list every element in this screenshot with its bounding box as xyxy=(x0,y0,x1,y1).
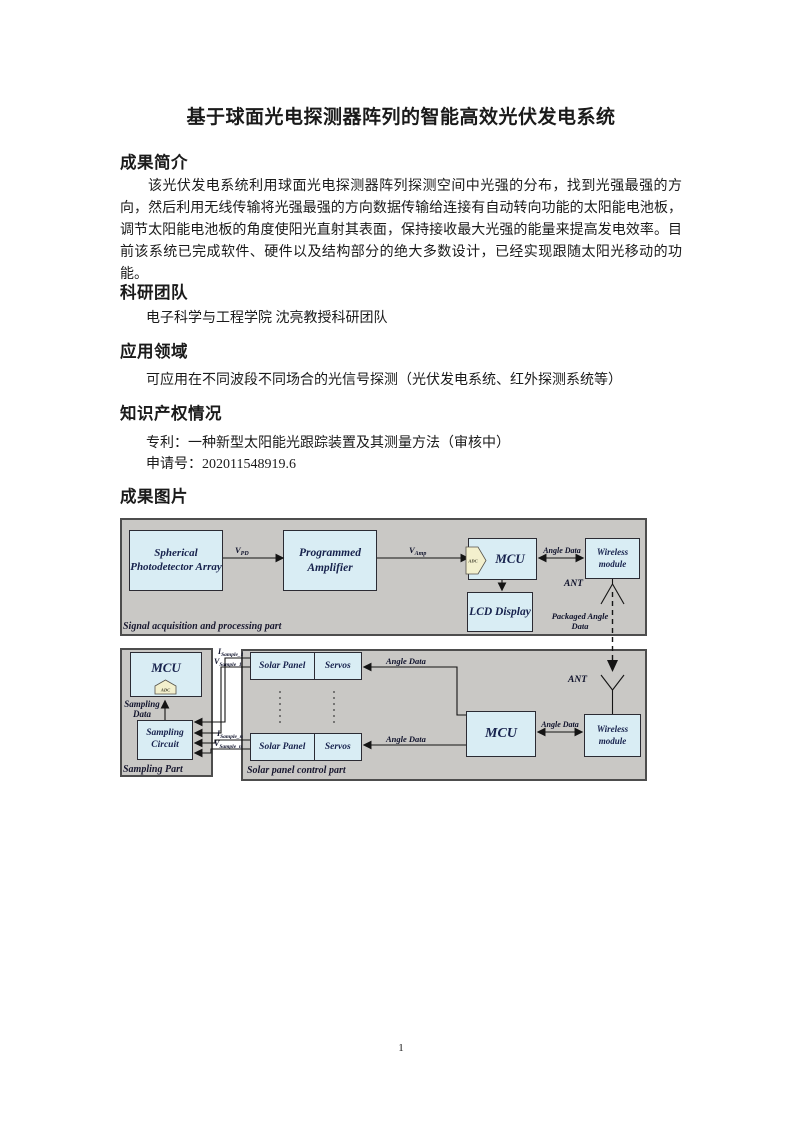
box-label: MCU xyxy=(151,660,181,675)
heading-overview: 成果简介 xyxy=(120,153,188,172)
wire-label-v-sample-n: VSample_n xyxy=(214,739,242,750)
wire-label-i-sample-n: ISample_n xyxy=(217,729,243,740)
caption-sampling-panel: Sampling Part xyxy=(123,764,183,775)
box-spherical-photodetector-array: Spherical Photodetector Array xyxy=(129,530,223,591)
wire-label-angle-data-servo-1: Angle Data xyxy=(386,656,426,666)
wire-v-sample-n xyxy=(193,748,250,758)
antenna-icon-top xyxy=(600,579,625,605)
box-label: LCD Display xyxy=(469,605,531,618)
box-wireless-module-bottom: Wireless module xyxy=(584,714,641,757)
box-lcd-display: LCD Display xyxy=(467,592,533,632)
wire-label-angle-data-bottom: Angle Data xyxy=(541,720,579,729)
diagram-wires: ADC ADC xyxy=(154,546,625,758)
wire-i-sample-1 xyxy=(193,657,250,727)
wire-label-i-sample-1: ISample_1 xyxy=(218,647,244,658)
antenna-icon-bottom xyxy=(600,674,625,714)
box-label: Servos xyxy=(324,741,351,752)
box-label: MCU xyxy=(485,726,517,742)
box-label: Wireless module xyxy=(596,724,629,746)
doc-title: 基于球面光电探测器阵列的智能高效光伏发电系统 xyxy=(186,107,616,128)
arrowhead-down-icon xyxy=(607,660,618,672)
page-number: 1 xyxy=(398,1042,404,1054)
wire-label-angle-data-top: Angle Data xyxy=(543,546,581,555)
adc-label: ADC xyxy=(160,688,171,693)
solar-panel-servos-row-1: Solar Panel Servos xyxy=(250,652,362,680)
wire-v-sample-1 xyxy=(193,666,250,738)
box-label: Spherical Photodetector Array xyxy=(130,546,222,573)
team-text: 电子科学与工程学院 沈亮教授科研团队 xyxy=(146,311,388,326)
adc-icon-sampling: ADC xyxy=(154,679,177,695)
heading-figure: 成果图片 xyxy=(120,487,188,506)
wire-angle-data-servo-1 xyxy=(362,662,466,716)
overview-paragraph: 该光伏发电系统利用球面光电探测器阵列探测空间中光强的分布，找到光强最强的方向，然… xyxy=(120,179,682,282)
ip-patent-text: 专利：一种新型太阳能光跟踪装置及其测量方法（审核中） xyxy=(146,436,510,451)
box-label: Wireless module xyxy=(596,547,629,569)
wire-label-vpd: VPD xyxy=(235,545,249,557)
heading-application: 应用领域 xyxy=(120,342,188,361)
caption-signal-panel: Signal acquisition and processing part xyxy=(123,621,282,632)
box-programmed-amplifier: Programmed Amplifier xyxy=(283,530,377,591)
box-label: Solar Panel xyxy=(259,741,306,752)
result-figure: Spherical Photodetector Array Programmed… xyxy=(120,518,648,786)
box-label: Programmed Amplifier xyxy=(299,547,361,574)
wire-i-sample-n xyxy=(193,738,250,748)
packaged-angle-data-label: Packaged Angle Data xyxy=(551,611,609,631)
box-label: MCU xyxy=(495,550,525,566)
box-mcu-solar: MCU xyxy=(466,711,536,757)
ant-label-top: ANT xyxy=(564,579,583,589)
ant-label-bottom: ANT xyxy=(568,675,587,685)
application-text: 可应用在不同波段不同场合的光信号探测（光伏发电系统、红外探测系统等） xyxy=(146,373,622,388)
box-servos-1: Servos xyxy=(315,653,362,679)
wire-label-vamp: VAmp xyxy=(409,545,427,557)
box-solar-panel-n: Solar Panel xyxy=(251,734,315,760)
adc-icon-top: ADC xyxy=(465,546,487,575)
adc-label: ADC xyxy=(467,559,478,564)
box-wireless-module-top: Wireless module xyxy=(585,538,640,579)
sampling-data-label: Sampling Data xyxy=(124,699,160,719)
caption-solar-panel: Solar panel control part xyxy=(247,765,346,776)
box-label: Servos xyxy=(324,660,351,671)
box-label: Sampling Circuit xyxy=(146,728,184,750)
solar-panel-servos-row-n: Solar Panel Servos xyxy=(250,733,362,761)
box-label: Solar Panel xyxy=(259,660,306,671)
wire-label-v-sample-1: VSample_1 xyxy=(214,657,242,668)
wire-label-angle-data-servo-n: Angle Data xyxy=(386,734,426,744)
box-servos-n: Servos xyxy=(315,734,362,760)
heading-team: 科研团队 xyxy=(120,283,188,302)
box-sampling-circuit: Sampling Circuit xyxy=(137,720,193,760)
ip-application-no: 申请号：202011548919.6 xyxy=(146,457,296,472)
box-solar-panel-1: Solar Panel xyxy=(251,653,315,679)
ellipsis-dots xyxy=(279,691,335,723)
heading-ip: 知识产权情况 xyxy=(120,404,222,423)
